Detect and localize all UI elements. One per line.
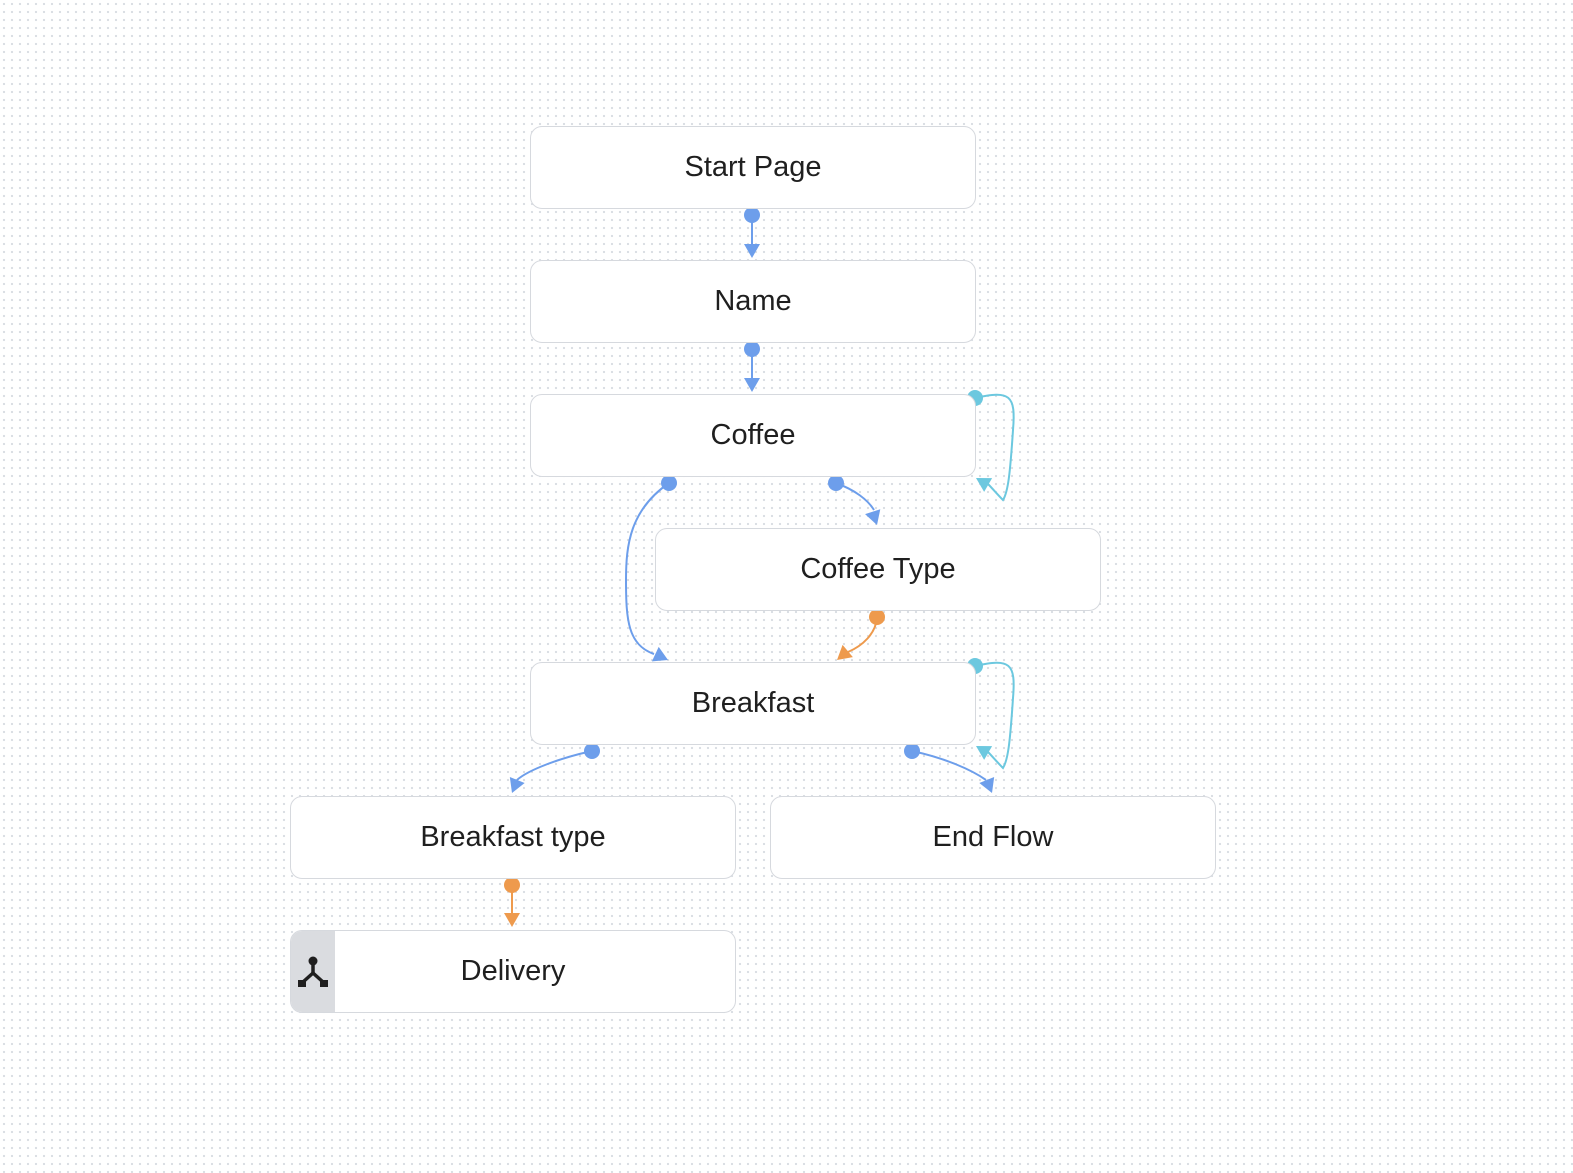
node-label: Name <box>714 285 792 317</box>
edge-arrowhead <box>744 244 760 258</box>
node-start-page[interactable]: Start Page <box>530 126 976 209</box>
edge-line <box>974 393 1015 502</box>
edge-port-dot[interactable] <box>744 341 760 357</box>
edge-line <box>974 661 1015 770</box>
node-name[interactable]: Name <box>530 260 976 343</box>
edge-breakfast-to-breakfast-type[interactable] <box>505 743 600 796</box>
node-label: Breakfast type <box>420 821 606 853</box>
edge-arrowhead <box>509 777 525 793</box>
edge-breakfast-type-to-delivery[interactable] <box>504 877 520 927</box>
edge-arrowhead <box>865 509 881 525</box>
node-label: Coffee <box>710 419 796 451</box>
edge-coffee-type-to-breakfast[interactable] <box>832 609 885 666</box>
node-breakfast[interactable]: Breakfast <box>530 662 976 745</box>
edge-start-page-to-name[interactable] <box>744 207 760 258</box>
node-coffee[interactable]: Coffee <box>530 394 976 477</box>
node-end-flow[interactable]: End Flow <box>770 796 1216 879</box>
edge-arrowhead <box>976 746 993 760</box>
node-label: Breakfast <box>691 687 815 719</box>
edge-coffee-to-coffee-type[interactable] <box>828 475 885 527</box>
edge-line <box>847 616 878 653</box>
node-label: Start Page <box>684 151 822 183</box>
edge-line <box>835 482 875 511</box>
edge-arrowhead <box>976 478 993 492</box>
edge-arrowhead <box>979 777 995 793</box>
edge-port-dot[interactable] <box>584 743 600 759</box>
edge-line <box>911 750 987 781</box>
edge-port-dot[interactable] <box>504 877 520 893</box>
flow-fork-icon <box>291 931 335 1012</box>
edge-breakfast-to-end-flow[interactable] <box>904 743 999 796</box>
edge-port-dot[interactable] <box>904 743 920 759</box>
edge-port-dot[interactable] <box>661 475 677 491</box>
node-delivery[interactable]: Delivery <box>290 930 736 1013</box>
edge-port-dot[interactable] <box>744 207 760 223</box>
edge-name-to-coffee[interactable] <box>744 341 760 392</box>
edge-line <box>516 750 593 781</box>
node-coffee-type[interactable]: Coffee Type <box>655 528 1101 611</box>
edge-port-dot[interactable] <box>828 475 844 491</box>
node-label: Delivery <box>460 955 566 987</box>
edge-arrowhead <box>744 378 760 392</box>
node-label: Coffee Type <box>800 553 956 585</box>
edge-port-dot[interactable] <box>869 609 885 625</box>
node-breakfast-type[interactable]: Breakfast type <box>290 796 736 879</box>
edge-arrowhead <box>504 913 520 927</box>
node-label: End Flow <box>932 821 1054 853</box>
